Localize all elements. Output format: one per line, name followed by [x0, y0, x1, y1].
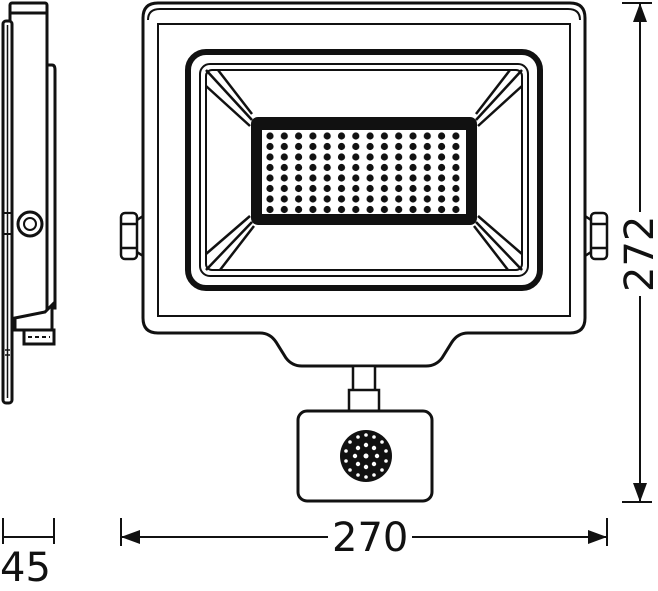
width-dimension-label: 270 — [328, 518, 413, 558]
hinge-bolt-right — [584, 211, 609, 261]
dimension-depth — [2, 518, 55, 544]
front-view — [119, 1, 609, 503]
height-dimension-label: 272 — [617, 211, 658, 296]
reflector-frame — [185, 49, 543, 291]
depth-dimension-label: 45 — [0, 545, 51, 591]
side-view — [1, 1, 57, 405]
led-array — [262, 130, 466, 214]
sensor-arm — [347, 364, 381, 414]
hinge-bolt-left — [119, 211, 144, 261]
motion-sensor-lens — [340, 430, 392, 482]
